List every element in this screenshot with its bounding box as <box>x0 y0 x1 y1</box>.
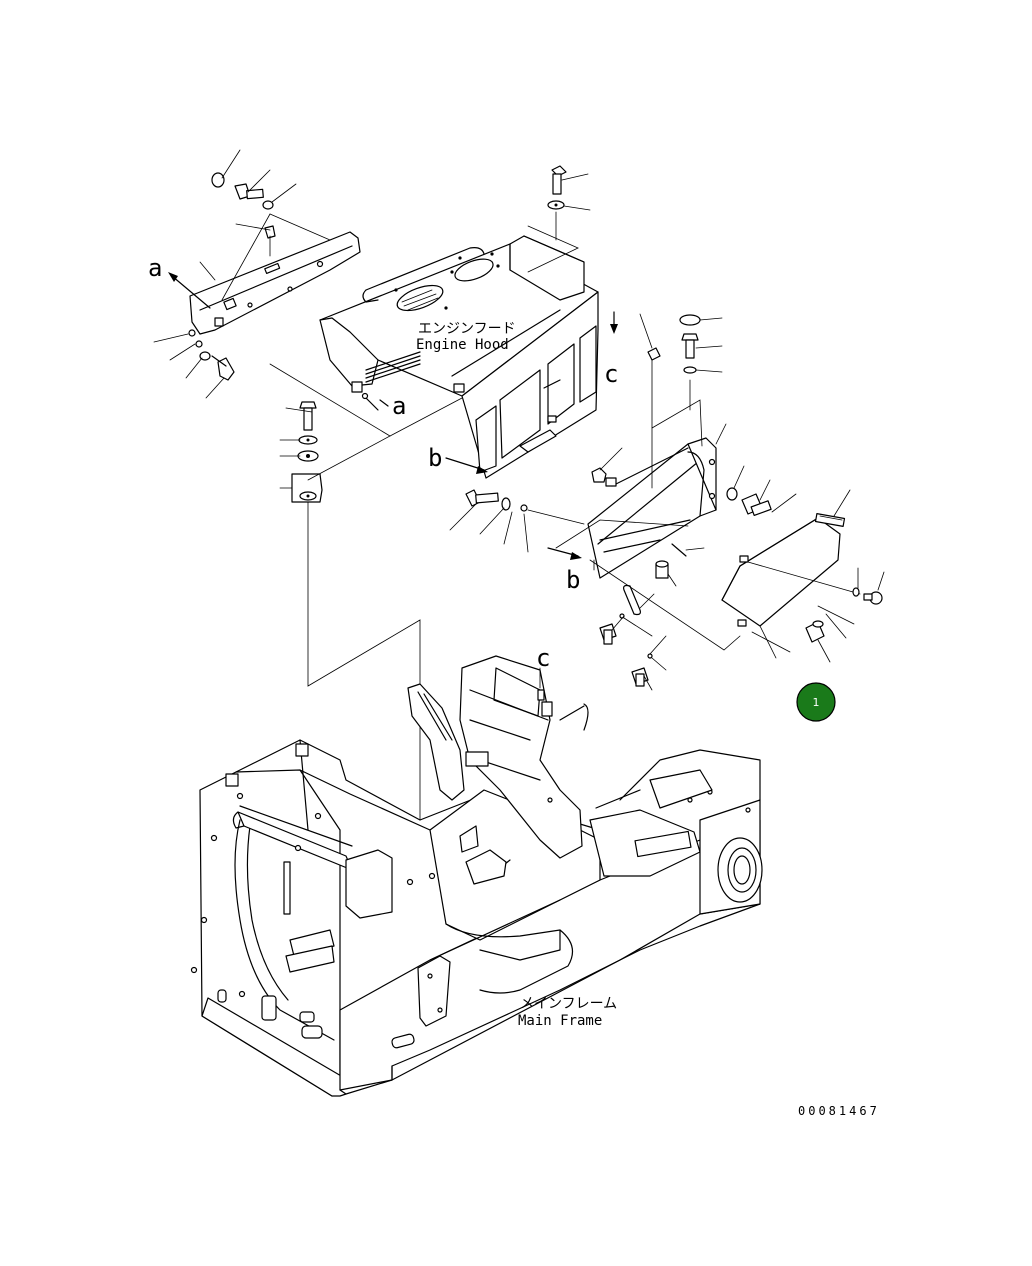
engine-hood <box>319 235 599 479</box>
main-frame <box>190 655 763 1097</box>
main-frame-label-jp: メインフレーム <box>520 996 617 1012</box>
hood-top-fasteners <box>527 165 591 273</box>
bolt-top-left <box>234 183 264 200</box>
main-frame-label-en: Main Frame <box>518 1013 602 1029</box>
bushing <box>655 560 677 587</box>
grommet <box>805 620 831 663</box>
drawing-number: 00081467 <box>798 1104 880 1118</box>
ref-label-a-hood: a <box>392 392 406 420</box>
right-small-cover <box>721 489 885 663</box>
callout-1[interactable]: 1 <box>796 682 836 722</box>
left-hood-bracket <box>189 231 361 335</box>
ref-label-c-frame: c <box>536 644 550 672</box>
callout-number: 1 <box>813 696 820 709</box>
left-mount-stack <box>269 363 463 821</box>
pin <box>623 584 655 616</box>
engine-hood-label-en: Engine Hood <box>416 337 509 353</box>
ref-label-b-hood: b <box>428 444 442 472</box>
bolt-lower-left <box>211 355 235 381</box>
right-side-cover <box>587 437 717 579</box>
right-bolt-horizontal <box>726 465 797 517</box>
knob <box>852 567 885 605</box>
lower-middle-parts <box>589 543 741 691</box>
ref-label-c-hood: c <box>604 360 618 388</box>
middle-bolt-row <box>449 489 585 553</box>
bolt-lower-b <box>631 667 653 691</box>
vent-grille-1 <box>401 289 439 311</box>
nut-upper <box>591 447 623 483</box>
ref-label-a-left: a <box>148 254 162 282</box>
right-cover-fasteners <box>591 313 797 517</box>
ref-label-b-cover: b <box>566 566 580 594</box>
engine-hood-label-jp: エンジンフード <box>418 321 516 337</box>
spring-clip <box>814 513 846 527</box>
bolt-lower-a <box>599 615 625 645</box>
left-bracket-fasteners <box>153 149 331 399</box>
